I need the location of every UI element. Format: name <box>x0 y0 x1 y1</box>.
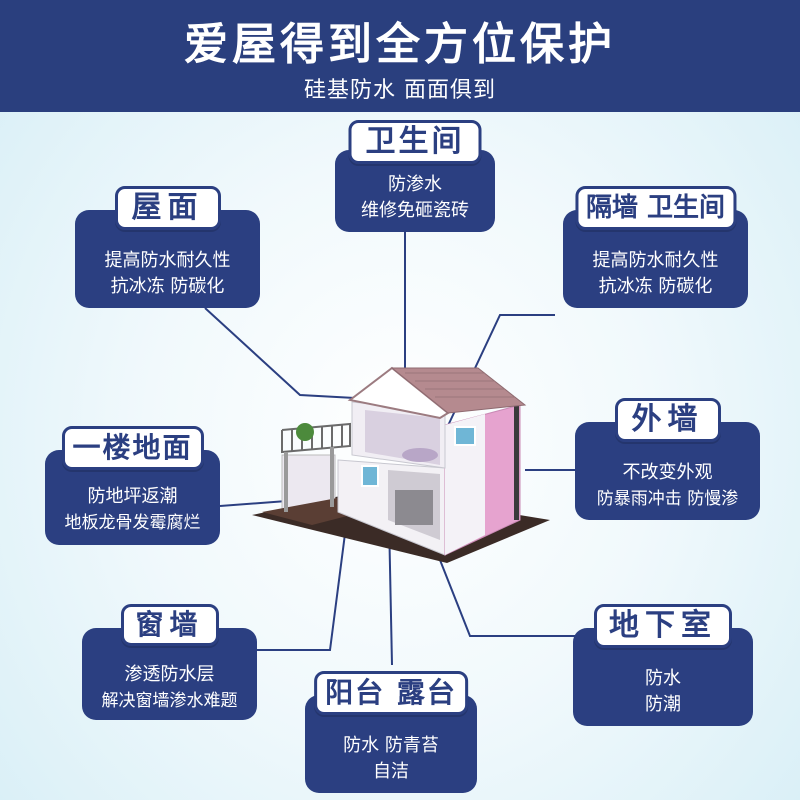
basement-desc-1: 防水 <box>645 668 681 689</box>
card-ground-floor: 一楼地面 防地坪返潮 地板龙骨发霉腐烂 <box>45 426 220 545</box>
page-title: 爱屋得到全方位保护 <box>184 19 616 70</box>
card-balcony: 阳台 露台 防水 防青苔 自洁 <box>305 671 477 793</box>
label-basement: 地下室 <box>594 604 732 648</box>
label-partition-bathroom: 隔墙 卫生间 <box>574 186 737 230</box>
partition-desc-1: 提高防水耐久性 <box>592 250 719 271</box>
label-bathroom: 卫生间 <box>348 120 482 164</box>
card-bathroom: 卫生间 防渗水 维修免砸瓷砖 <box>335 120 495 232</box>
label-window-wall: 窗墙 <box>120 604 219 646</box>
card-roof: 屋面 提高防水耐久性 抗冰冻 防碳化 <box>75 186 260 308</box>
bathroom-desc-2: 维修免砸瓷砖 <box>361 200 469 221</box>
connector-roof <box>204 307 356 399</box>
connector-basement <box>439 559 575 637</box>
bathroom-desc-1: 防渗水 <box>388 174 442 195</box>
card-window-wall: 窗墙 渗透防水层 解决窗墙渗水难题 <box>82 604 257 720</box>
bathtub <box>402 448 438 462</box>
card-partition-bathroom: 隔墙 卫生间 提高防水耐久性 抗冰冻 防碳化 <box>563 186 748 308</box>
label-roof: 屋面 <box>114 186 221 230</box>
drain-pipe <box>514 405 519 520</box>
ground-floor-desc-2: 地板龙骨发霉腐烂 <box>64 513 201 533</box>
exterior-wall-white <box>445 414 485 555</box>
balcony-desc-1: 防水 防青苔 <box>343 735 439 756</box>
roof-desc-2: 抗冰冻 防碳化 <box>110 276 225 297</box>
exterior-desc-2: 防暴雨冲击 防慢渗 <box>596 489 739 509</box>
partition-desc-2: 抗冰冻 防碳化 <box>598 276 713 297</box>
basement-desc-2: 防潮 <box>645 694 681 715</box>
ground-floor-window <box>361 465 379 487</box>
bathroom-window <box>454 426 476 446</box>
card-basement: 地下室 防水 防潮 <box>573 604 753 726</box>
roof-desc-1: 提高防水耐久性 <box>104 250 231 271</box>
label-exterior-wall: 外墙 <box>614 398 721 442</box>
roof-slope <box>390 367 527 414</box>
page-subtitle: 硅基防水 面面俱到 <box>304 78 496 103</box>
label-ground-floor: 一楼地面 <box>61 426 204 470</box>
connector-window <box>255 494 351 651</box>
exterior-desc-1: 不改变外观 <box>622 462 713 483</box>
balcony-plant <box>296 423 314 441</box>
balcony-railing <box>281 422 351 454</box>
ground-floor-desc-1: 防地坪返潮 <box>87 486 178 507</box>
label-balcony: 阳台 露台 <box>314 671 468 715</box>
header-banner: 爱屋得到全方位保护 硅基防水 面面俱到 <box>0 0 800 112</box>
card-exterior-wall: 外墙 不改变外观 防暴雨冲击 防慢渗 <box>575 398 760 520</box>
window-desc-1: 渗透防水层 <box>124 664 215 685</box>
window-desc-2: 解决窗墙渗水难题 <box>101 691 238 711</box>
balcony-desc-2: 自洁 <box>373 761 409 782</box>
